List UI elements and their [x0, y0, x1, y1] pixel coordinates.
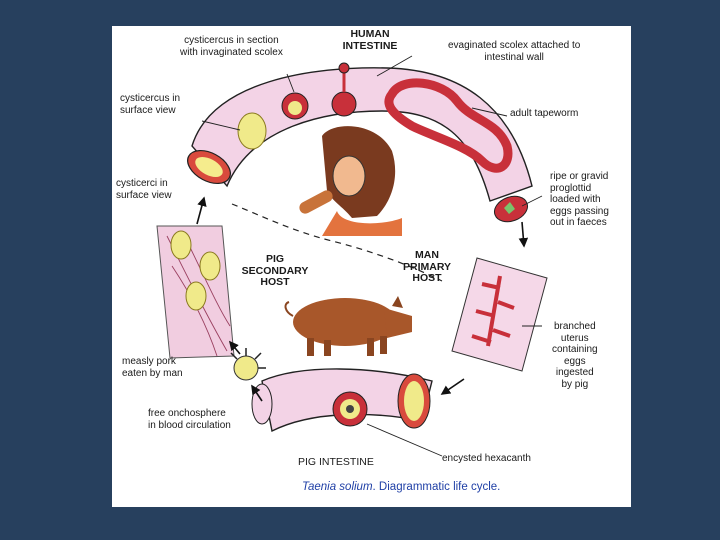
arrow-proglottid-out	[518, 221, 529, 248]
cysticercus-surface-label: cysticercus in surface view	[120, 93, 181, 116]
figure-caption: Taenia solium. Diagrammatic life cycle.	[302, 481, 500, 493]
onchosphere-icon	[233, 355, 259, 381]
branched-uterus-label: branched uterus containing eggs ingested…	[552, 321, 598, 390]
measly-pork-label: measly pork eaten by man	[122, 356, 183, 379]
caption-species: Taenia solium	[302, 481, 373, 493]
arrow-onchosphere-out	[251, 384, 263, 402]
evaginated-scolex-label: evaginated scolex attached to intestinal…	[448, 40, 581, 63]
man-eating-icon	[299, 126, 402, 236]
encysted-hexacanth-label: encysted hexacanth	[442, 453, 531, 464]
diagram-slide: HUMAN INTESTINE cysticercus in section w…	[112, 26, 631, 507]
cysticerci-surface-label: cysticerci in surface view	[116, 178, 172, 201]
adult-tapeworm-icon	[384, 78, 513, 173]
free-onchosphere-label: free onchosphere in blood circulation	[148, 408, 231, 431]
branched-uterus-segment	[451, 257, 548, 372]
pig-icon	[284, 296, 412, 356]
pig-intestine-label: PIG INTESTINE	[298, 456, 374, 468]
adult-tapeworm-label: adult tapeworm	[510, 108, 579, 119]
arrow-to-pig-intestine	[440, 378, 465, 395]
host-divider-line	[231, 203, 443, 282]
man-host-label: MAN PRIMARY HOST	[402, 249, 452, 284]
evaginated-scolex-icon	[331, 91, 357, 117]
arrow-to-man	[196, 196, 207, 225]
arrow-to-pork	[228, 340, 241, 355]
pig-host-label: PIG SECONDARY HOST	[241, 253, 309, 288]
ripe-proglottid-label: ripe or gravid proglottid loaded with eg…	[550, 171, 609, 228]
human-intestine-tube	[191, 67, 533, 202]
caption-rest: . Diagrammatic life cycle.	[372, 481, 501, 493]
cysticercus-surface-icon	[237, 112, 267, 150]
human-intestine-label: HUMAN INTESTINE	[342, 28, 398, 52]
life-cycle-illustration	[156, 55, 548, 457]
cysticercus-section-label: cysticercus in section with invaginated …	[180, 35, 283, 58]
